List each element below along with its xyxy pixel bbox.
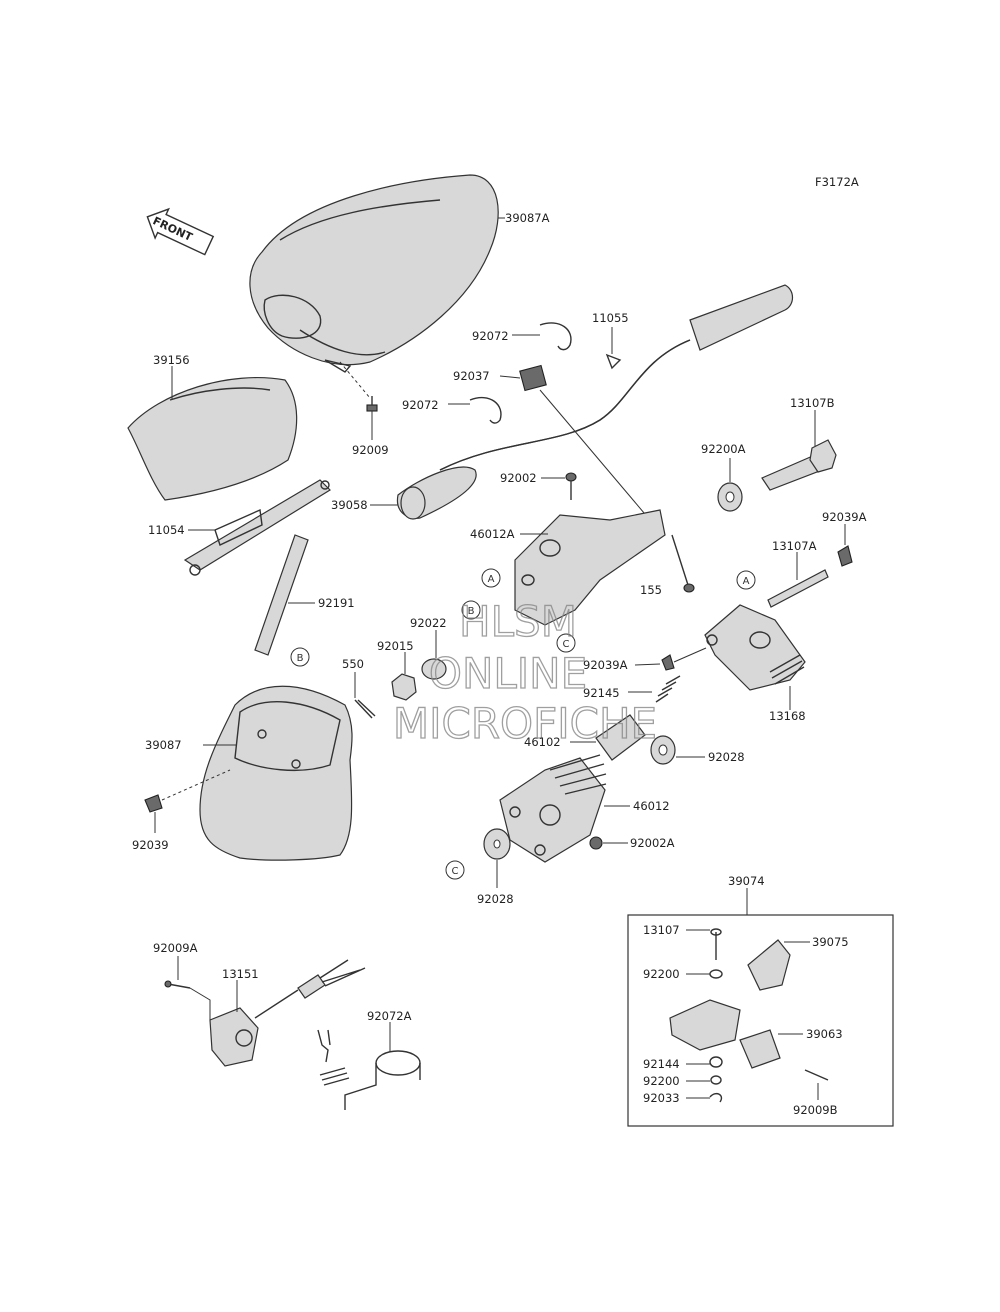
label-39087: 39087: [145, 738, 182, 752]
svg-text:HLSM: HLSM: [459, 597, 577, 646]
part-46102: [595, 714, 646, 761]
label-13151: 13151: [222, 967, 259, 981]
label-92200-b: 92200: [643, 1074, 680, 1088]
rivet-92039A-top: [837, 545, 853, 567]
label-92145: 92145: [583, 686, 620, 700]
kit-box-39074: [627, 914, 894, 1127]
label-39087A: 39087A: [505, 211, 550, 225]
label-92039A-top: 92039A: [822, 510, 867, 524]
label-92200-a: 92200: [643, 967, 680, 981]
label-13107B: 13107B: [790, 396, 835, 410]
label-92037: 92037: [453, 369, 490, 383]
svg-text:ONLINE: ONLINE: [429, 649, 587, 698]
label-92072-mid: 92072: [402, 398, 439, 412]
label-46012: 46012: [633, 799, 670, 813]
svg-text:A: A: [488, 574, 495, 585]
cotter-pin-550: [354, 699, 376, 719]
label-92002A: 92002A: [630, 836, 675, 850]
label-92200A: 92200A: [701, 442, 746, 456]
label-39063: 39063: [806, 1027, 843, 1041]
label-92022: 92022: [410, 616, 447, 630]
ref-marker-b-left: B: [290, 647, 310, 667]
screw-92009A: [164, 980, 191, 989]
label-92144: 92144: [643, 1057, 680, 1071]
label-46012A: 46012A: [470, 527, 515, 541]
nut-92015: [391, 673, 417, 701]
clamp-92072-upper: [539, 322, 572, 351]
clamp-92072A: [317, 1029, 421, 1110]
label-11055: 11055: [592, 311, 629, 325]
label-92009: 92009: [352, 443, 389, 457]
washer-92200A: [717, 482, 743, 512]
label-155: 155: [640, 583, 662, 597]
label-39075: 39075: [812, 935, 849, 949]
tube-92191: [254, 534, 309, 656]
label-92039A-mid: 92039A: [583, 658, 628, 672]
holder-46012A: [514, 509, 666, 626]
label-92009A: 92009A: [153, 941, 198, 955]
svg-text:MICROFICHE: MICROFICHE: [393, 699, 657, 748]
switch-13151: [209, 959, 366, 1067]
label-13107: 13107: [643, 923, 680, 937]
label-92072-top: 92072: [472, 329, 509, 343]
block-92037: [519, 364, 547, 392]
ref-marker-c-bottom: C: [445, 860, 465, 880]
ref-marker-c-top: C: [556, 633, 576, 653]
front-arrow-icon: FRONT: [146, 207, 215, 256]
pin-13107A: [767, 569, 829, 608]
svg-text:B: B: [297, 653, 304, 664]
label-39058: 39058: [331, 498, 368, 512]
label-13168: 13168: [769, 709, 806, 723]
label-92072A: 92072A: [367, 1009, 412, 1023]
bracket-11054: [183, 479, 331, 576]
rivet-92039A-mid: [661, 654, 675, 671]
ref-marker-a-right: A: [736, 570, 756, 590]
label-92191: 92191: [318, 596, 355, 610]
ref-marker-b-top: B: [461, 600, 481, 620]
label-92028-right: 92028: [708, 750, 745, 764]
label-92028-bottom: 92028: [477, 892, 514, 906]
screw-92009: [366, 396, 378, 412]
bolt-13107B: [761, 439, 837, 491]
ref-marker-a-top: A: [481, 568, 501, 588]
spring-92145: [655, 675, 681, 703]
svg-text:C: C: [563, 639, 570, 650]
handlebar-39058: [396, 284, 794, 520]
watermark: HLSM ONLINE MICROFICHE: [392, 596, 657, 748]
rivet-92039: [144, 794, 163, 813]
label-13107A: 13107A: [772, 539, 817, 553]
screw-155: [671, 534, 695, 593]
washer-92028-bottom: [483, 828, 511, 860]
handlebar-pad: [127, 377, 298, 501]
bolt-92002A: [589, 836, 603, 850]
label-550: 550: [342, 657, 364, 671]
svg-text:C: C: [452, 866, 459, 877]
bracket-13168: [704, 604, 806, 691]
washer-92022: [421, 658, 447, 680]
diagram-code: F3172A: [815, 175, 859, 189]
label-92039: 92039: [132, 838, 169, 852]
kit-parts: [669, 928, 829, 1103]
svg-text:A: A: [743, 576, 750, 587]
label-39074: 39074: [728, 874, 765, 888]
label-92002: 92002: [500, 471, 537, 485]
housing-46012: [499, 754, 607, 863]
label-92033: 92033: [643, 1091, 680, 1105]
washer-92028-right: [650, 735, 676, 765]
label-11054: 11054: [148, 523, 185, 537]
bolt-92002: [565, 472, 577, 500]
handlebar-cover-upper: [249, 174, 499, 373]
handlebar-cover-lower: [199, 685, 353, 861]
clip-11055: [605, 353, 622, 370]
svg-text:B: B: [468, 606, 475, 617]
label-92015: 92015: [377, 639, 414, 653]
label-39156: 39156: [153, 353, 190, 367]
label-46102: 46102: [524, 735, 561, 749]
label-92009B: 92009B: [793, 1103, 838, 1117]
clamp-92072-mid: [469, 396, 502, 424]
